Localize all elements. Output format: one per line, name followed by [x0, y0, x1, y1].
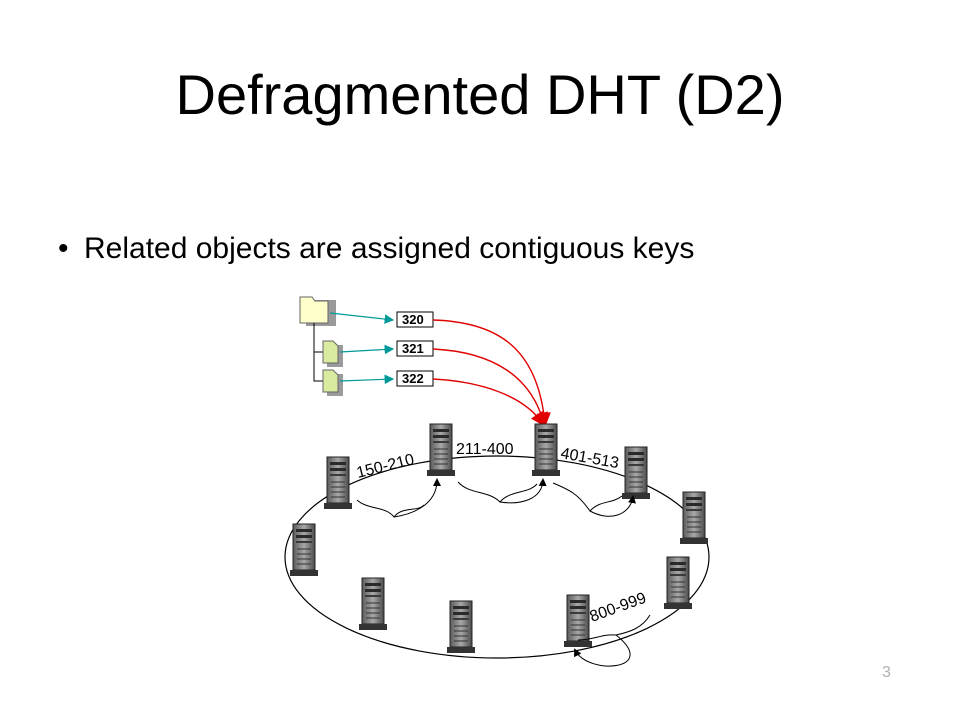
- bullet-icon: •: [58, 232, 69, 265]
- server-icon: [679, 491, 709, 545]
- key-box-322: 322: [396, 370, 434, 387]
- page-number: 3: [882, 664, 891, 681]
- dht-ring: [284, 455, 710, 659]
- range-label: 211-400: [456, 441, 514, 458]
- server-icon: [531, 423, 561, 477]
- file-icon: [322, 340, 343, 367]
- range-label: 150-210: [355, 451, 416, 482]
- range-arrow: [393, 478, 441, 518]
- key-arrow: [339, 374, 395, 385]
- key-box-321: 321: [396, 340, 434, 357]
- bullet-text: Related objects are assigned contiguous …: [84, 232, 695, 265]
- range-arrow: [499, 478, 547, 504]
- server-icon: [358, 577, 388, 631]
- server-icon: [426, 423, 456, 477]
- range-brace: [457, 481, 538, 503]
- range-label: 800-999: [588, 590, 649, 626]
- server-icon: [323, 456, 353, 510]
- range-brace: [356, 499, 425, 518]
- assign-arrow: [432, 378, 545, 427]
- server-icon: [289, 523, 319, 577]
- key-box-320: 320: [396, 311, 434, 328]
- server-icon: [663, 556, 693, 610]
- server-icon: [621, 446, 651, 500]
- key-label: 322: [402, 371, 424, 386]
- range-arrow: [589, 495, 636, 517]
- tree-lines: [313, 323, 324, 382]
- range-arrow: [574, 634, 631, 667]
- folder-icon: [299, 296, 336, 326]
- page-title: Defragmented DHT (D2): [175, 63, 785, 126]
- key-label: 320: [402, 312, 424, 327]
- key-arrow: [329, 312, 395, 324]
- bullet-item: • Related objects are assigned contiguous…: [58, 232, 694, 266]
- key-arrow: [339, 344, 395, 355]
- key-label: 321: [402, 341, 424, 356]
- range-label: 401-513: [559, 445, 620, 472]
- file-icon: [322, 369, 343, 396]
- server-icon: [446, 600, 476, 654]
- assign-arrow: [432, 319, 551, 427]
- assign-arrow: [432, 348, 548, 427]
- range-brace: [552, 482, 623, 512]
